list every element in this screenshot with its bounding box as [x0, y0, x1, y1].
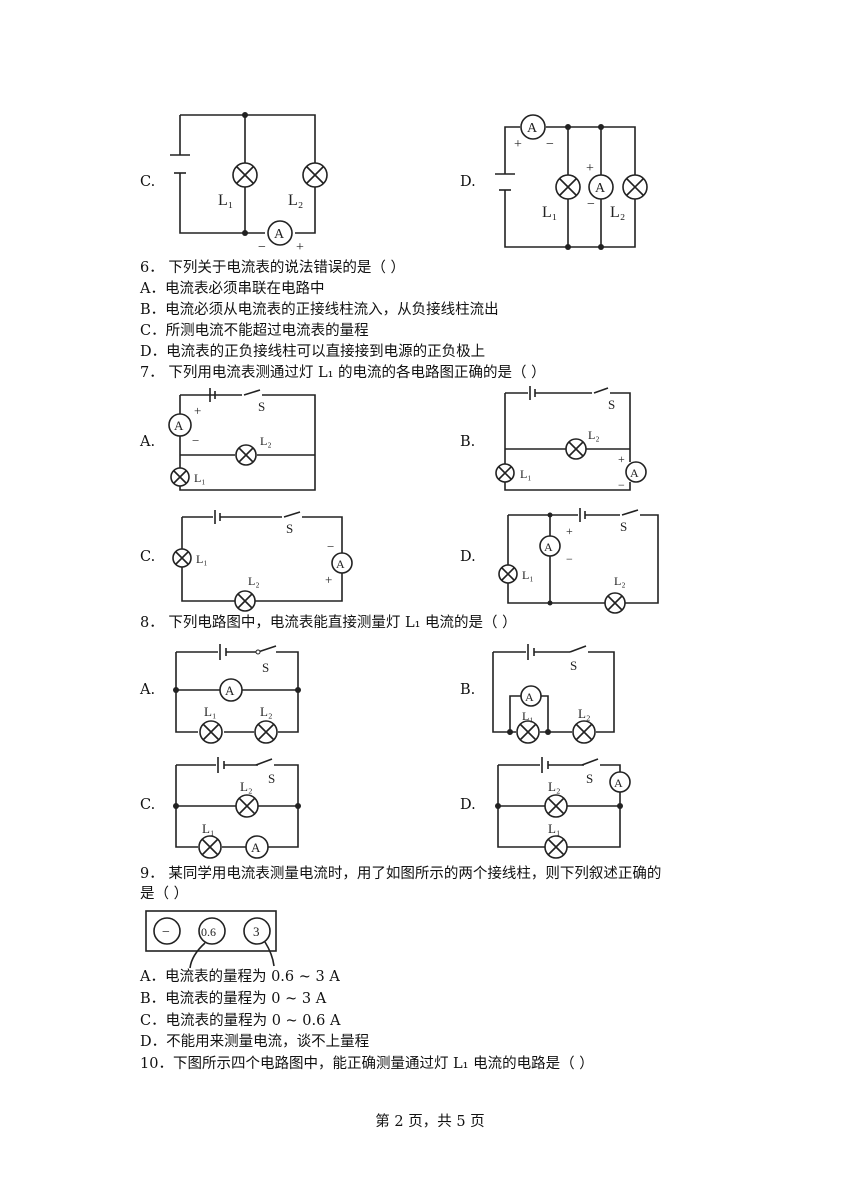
page-footer: 第 2 页，共 5 页 [375, 1114, 485, 1130]
q10-stem: 10．下图所示四个电路图中，能正确测量通过灯 L₁ 电流的电路是（ ） [140, 1056, 594, 1072]
q7-circuit-c: A − + S L₁ L₂ [172, 510, 353, 612]
svg-text:+: + [296, 240, 304, 255]
svg-text:S: S [258, 399, 265, 414]
svg-text:S: S [286, 521, 293, 536]
svg-text:S: S [608, 397, 615, 412]
svg-text:L₂: L₂ [548, 779, 560, 794]
q7-circuit-a: A + − S L₂ L₁ [168, 388, 316, 491]
svg-text:L₂: L₂ [614, 574, 626, 588]
svg-text:A: A [274, 227, 285, 242]
q7-option-d-label: D. [460, 549, 476, 565]
svg-text:L₁: L₁ [204, 704, 216, 719]
svg-text:−: − [258, 240, 266, 255]
svg-text:A: A [225, 683, 235, 698]
q9-option-b: B．电流表的量程为 0 ~ 3 A [140, 991, 327, 1007]
svg-text:L₁: L₁ [522, 709, 534, 723]
svg-text:A: A [527, 121, 538, 136]
q9-option-c: C．电流表的量程为 0 ~ 0.6 A [140, 1013, 341, 1029]
svg-text:L₁: L₁ [196, 552, 208, 566]
svg-text:−: − [546, 137, 554, 152]
svg-text:L₂: L₂ [610, 204, 625, 221]
q5-option-c-label: C. [140, 174, 156, 190]
svg-text:A: A [525, 690, 534, 704]
svg-text:L₁: L₁ [194, 471, 206, 485]
q6-option-a: A．电流表必须串联在电路中 [140, 281, 325, 297]
q7-circuit-d: A + − S L₁ L₂ [498, 508, 659, 614]
svg-text:A: A [174, 418, 184, 433]
q7-option-a-label: A. [140, 434, 156, 450]
svg-text:+: + [325, 572, 332, 587]
svg-text:L₁: L₁ [522, 568, 534, 582]
q9-terminal-panel: − 0.6 3 [145, 910, 277, 969]
q9-option-d: D．不能用来测量电流，谈不上量程 [140, 1034, 370, 1050]
svg-text:S: S [620, 519, 627, 534]
svg-text:+: + [194, 403, 201, 418]
svg-text:L₂: L₂ [248, 574, 260, 588]
svg-text:+: + [566, 524, 573, 538]
svg-text:A: A [630, 466, 639, 480]
svg-text:−: − [618, 478, 625, 492]
svg-text:−: − [327, 539, 334, 554]
svg-text:L₁: L₁ [218, 192, 233, 209]
q8-option-a-label: A. [140, 682, 156, 698]
svg-text:A: A [336, 557, 345, 571]
q8-option-b-label: B. [460, 682, 476, 698]
q5-option-d-label: D. [460, 174, 476, 190]
q8-circuit-c: A S L₂ L₁ [173, 757, 301, 859]
svg-text:L₂: L₂ [260, 434, 272, 448]
q7-stem: 7． 下列用电流表测通过灯 L₁ 的电流的各电路图正确的是（ ） [140, 365, 546, 381]
svg-text:+: + [586, 161, 594, 176]
q7-option-b-label: B. [460, 434, 476, 450]
svg-text:L₁: L₁ [542, 204, 557, 221]
q7-option-c-label: C. [140, 549, 156, 565]
svg-text:S: S [268, 771, 275, 786]
q6-option-c: C．所测电流不能超过电流表的量程 [140, 323, 369, 339]
svg-text:3: 3 [253, 924, 260, 939]
svg-text:S: S [570, 658, 577, 673]
svg-text:S: S [262, 660, 269, 675]
q6-option-b: B．电流必须从电流表的正接线柱流入，从负接线柱流出 [140, 302, 499, 318]
svg-text:L₂: L₂ [240, 779, 252, 794]
q9-stem-line1: 9． 某同学用电流表测量电流时，用了如图所示的两个接线柱，则下列叙述正确的 [140, 866, 662, 882]
q8-option-c-label: C. [140, 797, 156, 813]
q6-stem: 6． 下列关于电流表的说法错误的是（ ） [140, 260, 405, 276]
q8-circuit-a: A S L₁ L₂ [173, 644, 301, 744]
svg-text:L₂: L₂ [588, 428, 600, 442]
q5-circuit-d: A + − A + − L₁ L₂ [495, 114, 648, 250]
q9-stem-line2: 是（ ） [140, 886, 189, 902]
q6-option-d: D．电流表的正负接线柱可以直接接到电源的正负极上 [140, 344, 486, 360]
q5-circuit-c: A − + L₁ L₂ [170, 112, 328, 255]
svg-text:A: A [544, 540, 553, 554]
q7-circuit-b: A + − S L₂ L₁ [495, 386, 647, 492]
q8-stem: 8． 下列电路图中，电流表能直接测量灯 L₁ 电流的是（ ） [140, 615, 517, 631]
svg-text:A: A [595, 181, 606, 196]
svg-text:0.6: 0.6 [201, 925, 216, 939]
svg-text:A: A [251, 840, 261, 855]
svg-text:−: − [192, 433, 199, 448]
q9-option-a: A．电流表的量程为 0.6 ~ 3 A [140, 969, 340, 985]
svg-text:L₁: L₁ [548, 821, 560, 836]
svg-text:S: S [586, 771, 593, 786]
svg-text:−: − [566, 552, 573, 566]
svg-text:−: − [162, 925, 170, 940]
svg-text:L₂: L₂ [578, 706, 590, 721]
q8-circuit-d: A S L₂ L₁ [495, 757, 631, 859]
q8-option-d-label: D. [460, 797, 476, 813]
svg-text:A: A [614, 776, 623, 790]
svg-text:L₂: L₂ [288, 192, 303, 209]
svg-text:L₁: L₁ [202, 821, 214, 836]
svg-text:+: + [618, 452, 625, 466]
svg-text:L₁: L₁ [520, 467, 532, 481]
q8-circuit-b: A S L₁ L₂ [492, 644, 615, 744]
svg-text:+: + [514, 137, 522, 152]
svg-text:−: − [587, 197, 595, 212]
svg-text:L₂: L₂ [260, 704, 272, 719]
